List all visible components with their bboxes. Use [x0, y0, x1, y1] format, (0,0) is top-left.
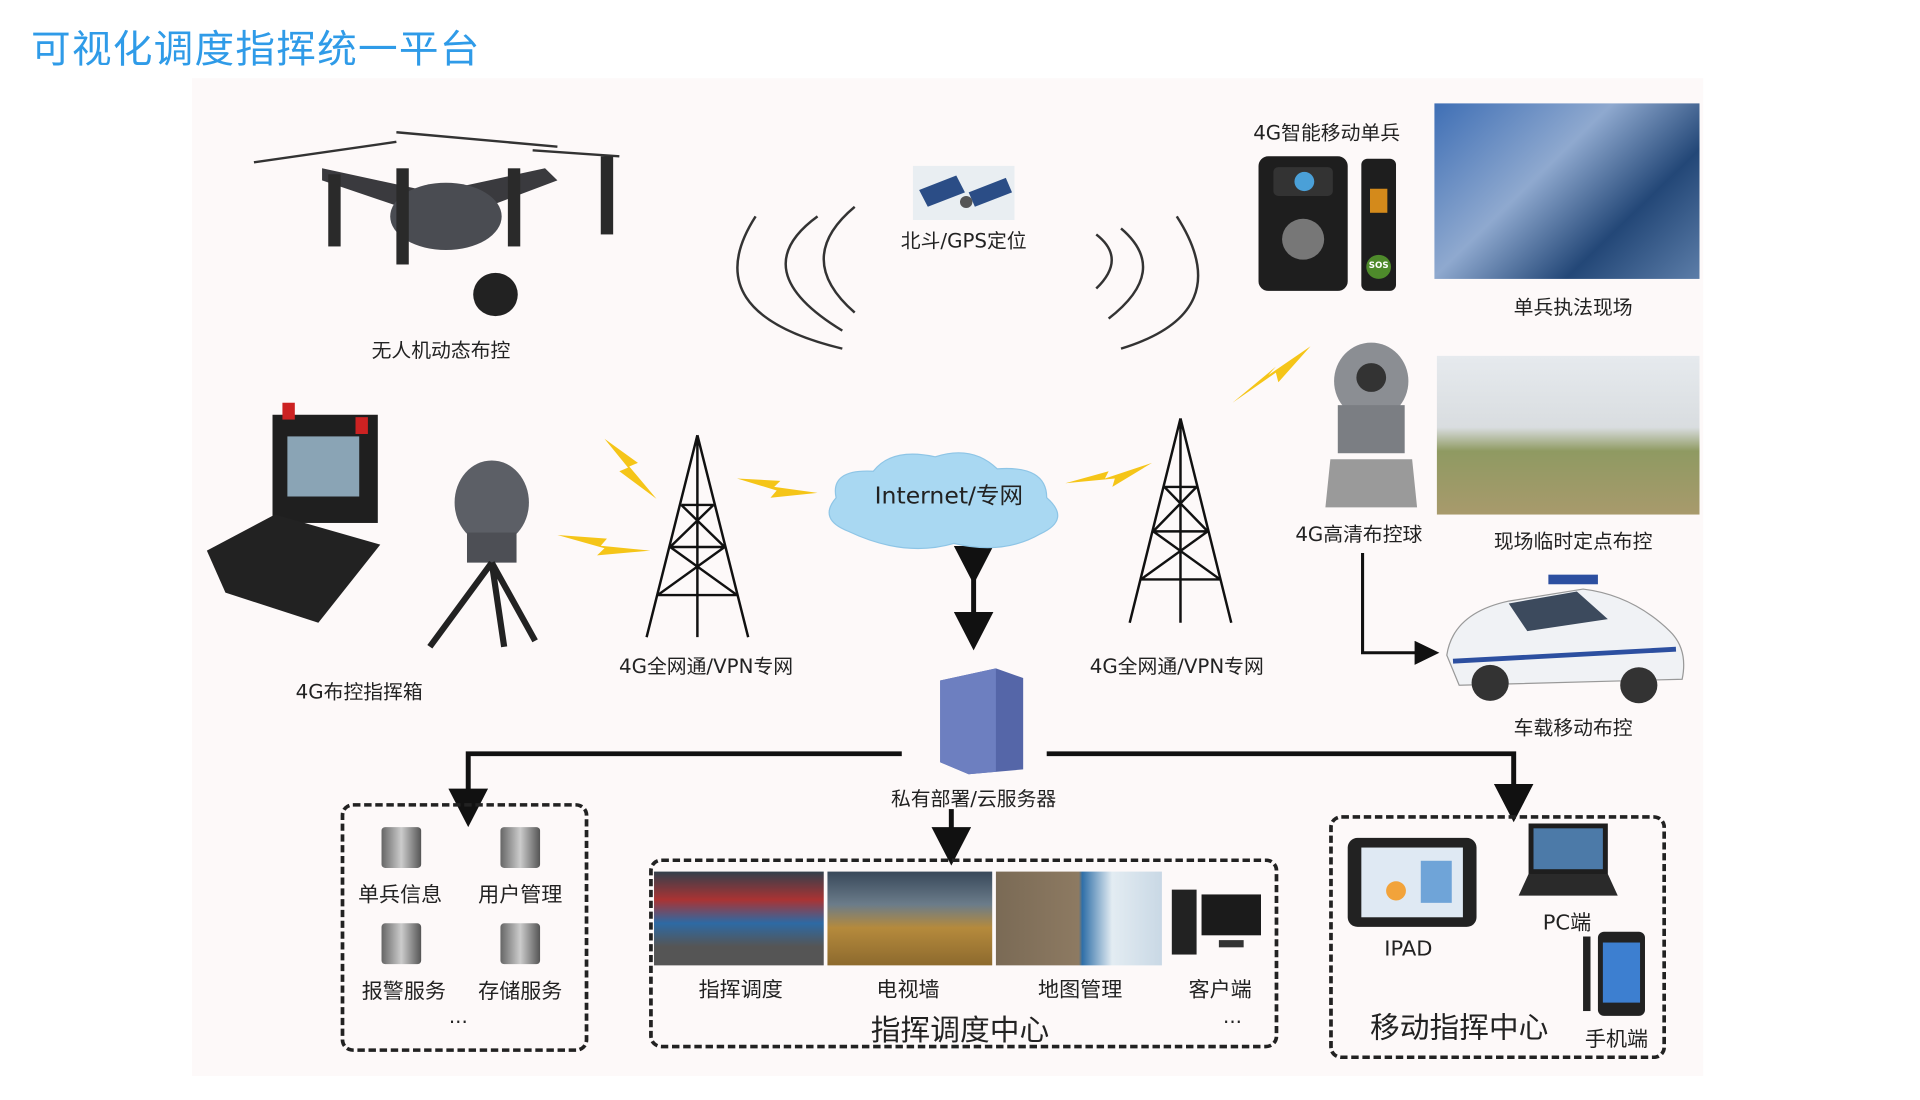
service-item: 用户管理 — [478, 883, 563, 908]
mobile-item-pc: PC端 — [1542, 911, 1592, 936]
network-left-label: 4G全网通/VPN专网 — [619, 655, 794, 679]
temp-site-label: 现场临时定点布控 — [1493, 530, 1653, 554]
vehicle-label: 车载移动布控 — [1513, 716, 1633, 740]
client-pc-icon — [1171, 889, 1261, 955]
soldier-scene-photo — [1434, 103, 1700, 279]
service-item: 单兵信息 — [357, 883, 443, 908]
signal-arcs-right — [1095, 215, 1200, 350]
laptop-icon — [1518, 823, 1618, 896]
satellite-icon — [912, 165, 1015, 221]
tower-left-icon — [645, 434, 750, 638]
ipad-icon — [1347, 837, 1477, 927]
command-center-title: 指挥调度中心 — [870, 1013, 1050, 1048]
service-item: 存储服务 — [478, 979, 563, 1004]
mobile-center-title: 移动指挥中心 — [1370, 1011, 1549, 1045]
mobile-item-phone: 手机端 — [1584, 1027, 1649, 1052]
server-file-icon — [500, 827, 541, 868]
mobile-center-box — [1329, 815, 1667, 1060]
dispatch-photo — [654, 871, 824, 966]
gps-label: 北斗/GPS定位 — [900, 229, 1027, 253]
server-file-icon — [381, 827, 422, 868]
sos-button-label: SOS — [1368, 260, 1389, 271]
service-item: 报警服务 — [361, 979, 446, 1004]
lightning-bolts — [557, 346, 1311, 556]
temp-site-photo — [1436, 355, 1700, 515]
command-center-more: ... — [1223, 1005, 1242, 1028]
body-camera-icon — [1258, 156, 1397, 291]
command-item: 地图管理 — [1038, 978, 1123, 1003]
ball-camera-label: 4G高清布控球 — [1295, 522, 1423, 546]
cloud-label: Internet/专网 — [874, 483, 1024, 510]
command-item: 电视墙 — [876, 978, 940, 1003]
police-car-icon — [1446, 574, 1685, 704]
server-file-icon — [500, 923, 541, 965]
network-right-label: 4G全网通/VPN专网 — [1089, 655, 1264, 679]
command-center-box — [649, 858, 1279, 1049]
drone-icon — [253, 131, 620, 317]
cloud-icon — [828, 452, 1059, 550]
command-item: 客户端 — [1188, 978, 1252, 1003]
mobile-item-ipad: IPAD — [1384, 937, 1433, 962]
tv-wall-photo — [827, 871, 993, 966]
soldier-device-label: 4G智能移动单兵 — [1253, 121, 1401, 145]
services-box — [340, 803, 589, 1052]
server-icon — [940, 668, 1024, 775]
command-box-icon — [206, 402, 538, 649]
signal-arcs-left — [736, 205, 856, 350]
phone-icon — [1583, 931, 1645, 1016]
services-more: ... — [448, 1005, 468, 1028]
command-box-label: 4G布控指挥箱 — [295, 680, 423, 704]
ball-camera-icon — [1325, 342, 1418, 508]
server-file-icon — [381, 923, 422, 965]
page-title: 可视化调度指挥统一平台 — [30, 26, 481, 73]
server-label: 私有部署/云服务器 — [890, 787, 1057, 811]
tower-right-icon — [1128, 418, 1233, 624]
command-item: 指挥调度 — [698, 978, 783, 1003]
drone-label: 无人机动态布控 — [371, 339, 511, 362]
soldier-scene-label: 单兵执法现场 — [1513, 295, 1633, 319]
map-management-photo — [995, 871, 1162, 966]
